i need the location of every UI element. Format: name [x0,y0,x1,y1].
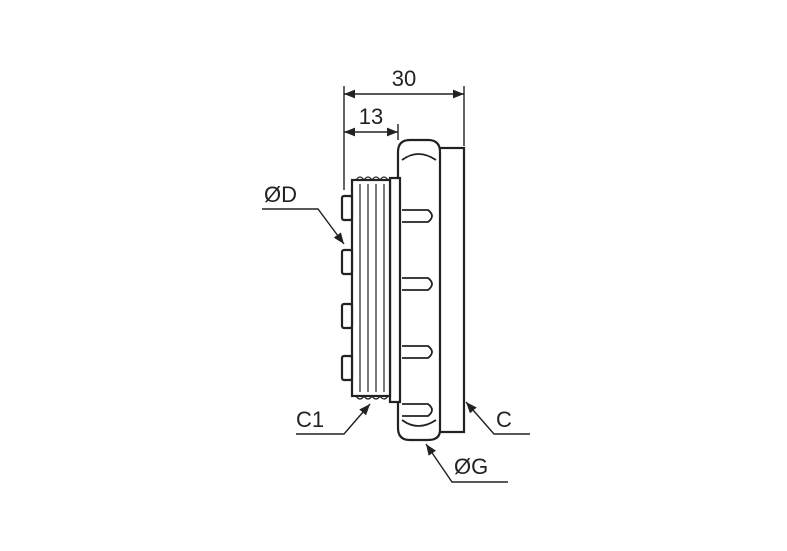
dimension-30: 30 [343,66,465,190]
diameter-g-label: ØG [454,454,488,479]
dimension-13: 13 [344,104,399,140]
nut-slots [402,209,433,417]
front-tabs [340,194,354,382]
leader-diameter-d: ØD [262,182,345,245]
dim-overall-label: 30 [392,66,416,91]
face-c-label: C [496,407,512,432]
diameter-d-label: ØD [264,182,297,207]
washer [388,176,402,404]
leader-c: C [465,401,530,435]
thread-c1-label: C1 [296,407,324,432]
leader-diameter-g: ØG [425,443,508,483]
thread-lines [355,176,389,400]
fitting-side-view [340,138,466,442]
leader-c1: C1 [296,403,371,435]
dim-thread-label: 13 [359,104,383,129]
